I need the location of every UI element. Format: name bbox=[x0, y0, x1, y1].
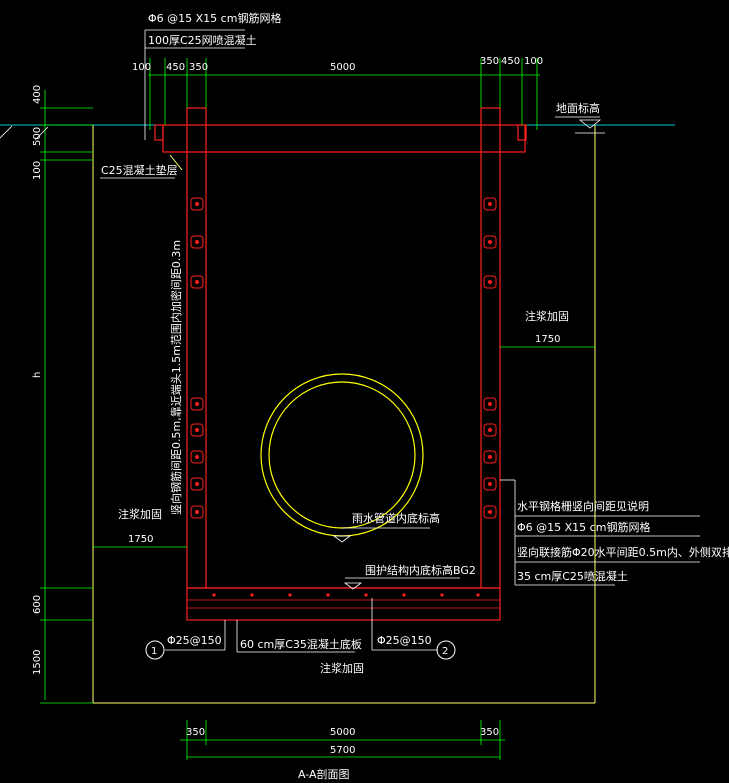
dim-600: 600 bbox=[32, 595, 43, 614]
right-rebar bbox=[483, 197, 497, 211]
right-wall-rebars bbox=[483, 197, 497, 519]
dim-350-bottom-right: 350 bbox=[480, 727, 499, 738]
left-rebar-dot bbox=[195, 240, 199, 244]
left-rebar bbox=[190, 423, 204, 437]
left-rebar bbox=[190, 275, 204, 289]
dim-5000-top: 5000 bbox=[330, 62, 355, 73]
left-rebar-dot bbox=[195, 280, 199, 284]
right-rebar-dot bbox=[488, 428, 492, 432]
right-rebar-dot bbox=[488, 482, 492, 486]
left-rebar-dot bbox=[195, 428, 199, 432]
bar-1-label: Φ25@150 bbox=[167, 634, 222, 647]
right-rebar bbox=[483, 423, 497, 437]
bottom-rebar bbox=[212, 593, 216, 597]
grouting-outline bbox=[92, 125, 596, 704]
vertical-bars-note: 竖向联接筋Φ20水平间距0.5m内、外侧双排 bbox=[517, 545, 729, 559]
dim-450-right: 450 bbox=[501, 56, 520, 67]
dim-450-left: 450 bbox=[166, 62, 185, 73]
dim-350-right: 350 bbox=[480, 56, 499, 67]
mesh-note: Φ6 @15 X15 cm钢筋网格 bbox=[148, 11, 281, 25]
bottom-plate-rebars bbox=[212, 593, 480, 597]
grouting-right-dim: 1750 bbox=[535, 334, 560, 345]
bottom-rebar bbox=[402, 593, 406, 597]
right-rebar bbox=[483, 235, 497, 249]
left-rebar bbox=[190, 477, 204, 491]
right-rebar-dot bbox=[488, 510, 492, 514]
dim-5000-bottom: 5000 bbox=[330, 727, 355, 738]
left-rebar bbox=[190, 397, 204, 411]
grouting-left-label: 注浆加固 bbox=[118, 507, 162, 521]
shotcrete-note: 100厚C25网喷混凝土 bbox=[148, 33, 257, 47]
left-rebar bbox=[190, 235, 204, 249]
dim-5700: 5700 bbox=[330, 745, 355, 756]
section-markers bbox=[145, 640, 456, 660]
bottom-rebar bbox=[326, 593, 330, 597]
leader-lines bbox=[0, 29, 700, 653]
right-rebar-dot bbox=[488, 202, 492, 206]
left-rebar bbox=[190, 505, 204, 519]
ground-line bbox=[0, 124, 675, 153]
drawing-title: A-A剖面图 bbox=[298, 767, 350, 781]
dim-500: 500 bbox=[32, 127, 43, 146]
grouting-left-dim: 1750 bbox=[128, 534, 153, 545]
horizontal-grid-note: 水平钢格栅竖向间距见说明 bbox=[517, 499, 649, 513]
dim-1500: 1500 bbox=[32, 650, 43, 675]
left-rebar bbox=[190, 197, 204, 211]
dim-400: 400 bbox=[32, 85, 43, 104]
bottom-rebar bbox=[476, 593, 480, 597]
bottom-rebar bbox=[364, 593, 368, 597]
ground-level-label: 地面标高 bbox=[556, 101, 600, 115]
bottom-plate-label: 60 cm厚C35混凝土底板 bbox=[240, 637, 362, 651]
right-rebar-dot bbox=[488, 402, 492, 406]
left-rebar-dot bbox=[195, 482, 199, 486]
right-rebar-dot bbox=[488, 240, 492, 244]
left-rebar bbox=[190, 450, 204, 464]
retaining-structure bbox=[154, 107, 527, 621]
left-wall-rebars bbox=[190, 197, 204, 519]
left-rebar-dot bbox=[195, 455, 199, 459]
left-rebar-dot bbox=[195, 402, 199, 406]
shotcrete-35-note: 35 cm厚C25喷混凝土 bbox=[517, 569, 628, 583]
dim-100-left: 100 bbox=[132, 62, 151, 73]
dim-100-right: 100 bbox=[524, 56, 543, 67]
right-rebar bbox=[483, 505, 497, 519]
left-rebar-dot bbox=[195, 510, 199, 514]
bottom-rebar bbox=[288, 593, 292, 597]
marker-2: 2 bbox=[442, 646, 448, 657]
bar-2-label: Φ25@150 bbox=[377, 634, 432, 647]
marker-1: 1 bbox=[151, 646, 157, 657]
mesh-note-right: Φ6 @15 X15 cm钢筋网格 bbox=[517, 520, 650, 534]
vertical-bar-note: 竖向钢筋间距0.5m,靠近端头1.5m范围内加密间距0.3m bbox=[169, 240, 183, 515]
right-rebar-dot bbox=[488, 455, 492, 459]
right-rebar-dot bbox=[488, 280, 492, 284]
dimension-lines bbox=[40, 58, 595, 760]
right-rebar bbox=[483, 397, 497, 411]
dim-100-left-v: 100 bbox=[32, 161, 43, 180]
bottom-rebar bbox=[250, 593, 254, 597]
dim-350-left: 350 bbox=[189, 62, 208, 73]
left-rebar-dot bbox=[195, 202, 199, 206]
right-rebar bbox=[483, 477, 497, 491]
dim-350-bottom-left: 350 bbox=[186, 727, 205, 738]
grouting-bottom-label: 注浆加固 bbox=[320, 661, 364, 675]
pipe-invert-label: 雨水管道内底标高 bbox=[352, 511, 440, 525]
grouting-right-label: 注浆加固 bbox=[525, 309, 569, 323]
c25-cushion-label: C25混凝土垫层 bbox=[101, 163, 178, 177]
inner-bottom-label: 围护结构内底标高BG2 bbox=[365, 563, 476, 577]
right-rebar bbox=[483, 450, 497, 464]
right-rebar bbox=[483, 275, 497, 289]
bottom-rebar bbox=[440, 593, 444, 597]
dim-h: h bbox=[32, 372, 43, 378]
